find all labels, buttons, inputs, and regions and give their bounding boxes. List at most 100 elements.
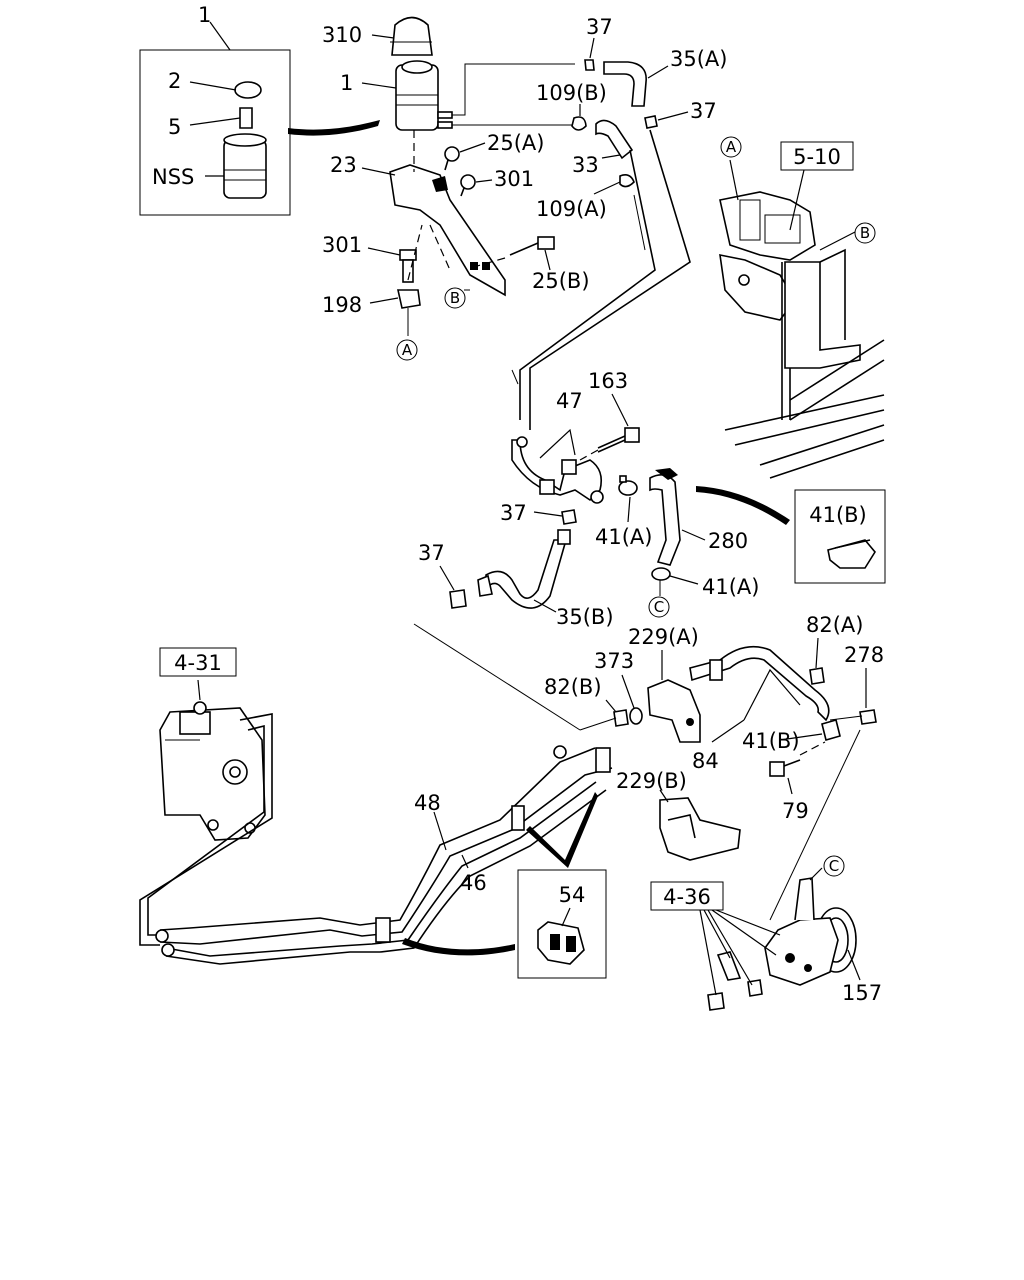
label-48: 48 xyxy=(414,791,441,815)
reservoir-cap-310 xyxy=(391,16,433,56)
hose-35b xyxy=(485,539,568,609)
ref-5-10-label: 5-10 xyxy=(793,145,841,169)
bolt-163 xyxy=(597,427,640,453)
clip-109a xyxy=(619,174,635,188)
label-37-right: 37 xyxy=(690,99,717,123)
nut-278 xyxy=(859,709,877,725)
inset-54 xyxy=(517,869,607,979)
hose-33 xyxy=(595,119,634,160)
clip-37-mid xyxy=(561,509,577,525)
label-109b: 109(B) xyxy=(536,81,607,105)
ref-4-31-label: 4-31 xyxy=(174,651,222,675)
label-41a-upper: 41(A) xyxy=(595,525,652,549)
reservoir-inset xyxy=(139,21,380,216)
label-41b: 41(B) xyxy=(742,729,800,753)
upper-hoses xyxy=(511,37,691,430)
clip-37-lower xyxy=(449,589,467,609)
bolt-301-lower xyxy=(399,249,417,283)
washer-373 xyxy=(629,707,643,725)
pipe-47-assembly xyxy=(511,393,640,504)
label-84: 84 xyxy=(692,749,719,773)
pipe-84-assembly xyxy=(579,637,877,921)
label-198: 198 xyxy=(322,293,362,317)
reservoir-1 xyxy=(395,64,439,131)
clamp-41b xyxy=(821,719,841,741)
bracket-229b xyxy=(659,797,741,861)
label-301-lower: 301 xyxy=(322,233,362,257)
label-280: 280 xyxy=(708,529,748,553)
label-37-lower: 37 xyxy=(418,541,445,565)
label-79: 79 xyxy=(782,799,809,823)
circle-ref-c-pump: C xyxy=(823,855,845,877)
steering-gear xyxy=(139,679,273,946)
label-1: 1 xyxy=(340,71,353,95)
ref-box-4-36[interactable]: 4-36 xyxy=(650,881,724,911)
clip-37-upper xyxy=(584,59,595,71)
hose-280-assembly xyxy=(618,468,790,596)
reservoir-body-nss xyxy=(223,139,267,199)
steering-pump xyxy=(699,867,861,1011)
svg-text:C: C xyxy=(654,598,664,616)
label-109a: 109(A) xyxy=(536,197,607,221)
ref-4-36-label: 4-36 xyxy=(663,885,711,909)
ref-box-5-10[interactable]: 5-10 xyxy=(780,141,854,171)
label-25a: 25(A) xyxy=(487,131,544,155)
frame-assembly xyxy=(719,159,885,479)
bolt-25a xyxy=(444,146,460,171)
hose-35a xyxy=(603,61,647,107)
label-37-top: 37 xyxy=(586,15,613,39)
pump-body xyxy=(764,917,839,986)
label-229b: 229(B) xyxy=(616,769,687,793)
ref-box-4-31[interactable]: 4-31 xyxy=(159,647,237,677)
bracket-229a xyxy=(647,679,701,743)
label-373: 373 xyxy=(594,649,634,673)
cap-2 xyxy=(234,81,262,99)
label-47: 47 xyxy=(556,389,583,413)
clamp-41a-upper xyxy=(618,475,638,496)
svg-text:A: A xyxy=(402,341,413,359)
circle-ref-a-lower: A xyxy=(396,339,418,361)
pipe-48 xyxy=(159,747,596,931)
bolt-79 xyxy=(769,759,801,777)
label-1-inset: 1 xyxy=(198,3,211,27)
label-33: 33 xyxy=(572,153,599,177)
label-23: 23 xyxy=(330,153,357,177)
label-37-mid: 37 xyxy=(500,501,527,525)
label-35b: 35(B) xyxy=(556,605,614,629)
label-46: 46 xyxy=(460,871,487,895)
label-157: 157 xyxy=(842,981,882,1005)
nut-82b xyxy=(613,709,629,727)
circle-ref-c-mid: C xyxy=(648,596,670,618)
reservoir-assembly xyxy=(361,16,575,336)
inset-41b-label: 41(B) xyxy=(809,503,867,527)
inset-41b xyxy=(794,489,886,584)
circle-ref-b-bracket: B xyxy=(444,287,466,309)
svg-text:C: C xyxy=(829,857,839,875)
bolt-25b xyxy=(509,236,555,256)
clip-nut-198 xyxy=(397,289,421,309)
svg-text:B: B xyxy=(860,224,870,242)
circle-ref-b-frame: B xyxy=(854,222,876,244)
label-229a: 229(A) xyxy=(628,625,699,649)
frame-bracket xyxy=(719,191,816,261)
label-2: 2 xyxy=(168,69,181,93)
label-82b: 82(B) xyxy=(544,675,602,699)
bolt-301-upper xyxy=(460,174,476,197)
nut-82a xyxy=(809,667,825,685)
clamp-41a-lower xyxy=(651,567,671,581)
label-163: 163 xyxy=(588,369,628,393)
label-5: 5 xyxy=(168,115,181,139)
label-25b: 25(B) xyxy=(532,269,590,293)
pipe-47 xyxy=(511,439,603,502)
hose-35b-assembly xyxy=(413,509,581,731)
label-82a: 82(A) xyxy=(806,613,863,637)
svg-text:A: A xyxy=(726,138,737,156)
steering-gear-body xyxy=(159,707,266,841)
inset-54-label: 54 xyxy=(559,883,586,907)
clip-54-inset xyxy=(537,921,585,965)
inset-labels: 41(B) 54 xyxy=(559,503,867,907)
filter-5 xyxy=(239,107,253,129)
label-301-upper: 301 xyxy=(494,167,534,191)
label-nss: NSS xyxy=(152,165,194,189)
